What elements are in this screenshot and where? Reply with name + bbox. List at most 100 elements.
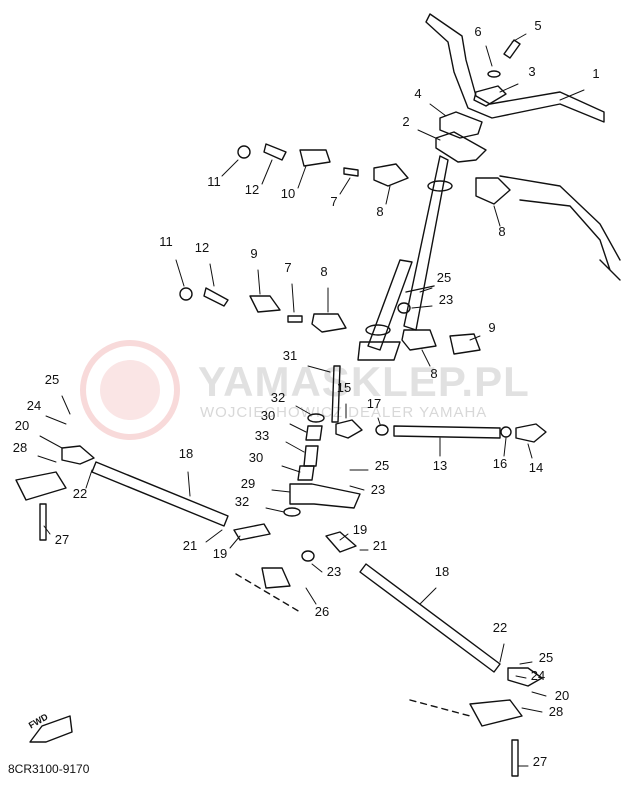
bracket-9b (449, 333, 481, 355)
leader-line (257, 269, 261, 295)
leader-line (521, 707, 543, 713)
tie-rod-18-right (359, 563, 501, 673)
part-callout-9: 9 (250, 246, 257, 261)
bushing-holder-8b (475, 177, 511, 205)
part-callout-31: 31 (283, 348, 297, 363)
leader-line (39, 435, 63, 449)
part-callout-7: 7 (284, 260, 291, 275)
part-callout-25: 25 (375, 458, 389, 473)
part-callout-14: 14 (529, 460, 543, 475)
leader-line (187, 471, 191, 497)
leader-line (221, 159, 239, 177)
leader-line (499, 83, 519, 93)
nut (237, 145, 251, 159)
collar-7 (343, 167, 359, 177)
part-callout-27: 27 (533, 754, 547, 769)
part-callout-28: 28 (13, 440, 27, 455)
part-callout-13: 13 (433, 458, 447, 473)
cover-frame (499, 175, 621, 281)
spacer-30b (297, 465, 315, 481)
leader-line (503, 437, 507, 457)
nut-23-right (301, 550, 315, 562)
leader-line (417, 129, 441, 141)
leader-line (307, 365, 331, 373)
leader-lines (37, 33, 585, 767)
part-callout-6: 6 (474, 24, 481, 39)
column-collar-2 (365, 324, 391, 336)
part-callout-4: 4 (414, 86, 421, 101)
washer-32 (307, 413, 325, 423)
castle-nut (397, 302, 411, 314)
leader-line (289, 423, 307, 433)
leader-line (37, 455, 57, 463)
handlebar-holder-lower (439, 111, 483, 139)
leader-line (261, 159, 273, 185)
nut-17 (375, 424, 389, 436)
watermark-text: YAMASKLEP.PL (198, 358, 530, 405)
part-callout-12: 12 (245, 182, 259, 197)
part-callout-24: 24 (531, 668, 545, 683)
part-callout-25: 25 (45, 372, 59, 387)
handlebar-holder-upper (473, 85, 507, 107)
leader-line (419, 287, 433, 293)
part-callout-29: 29 (241, 476, 255, 491)
part-callout-28: 28 (549, 704, 563, 719)
part-callout-30: 30 (249, 450, 263, 465)
spacer-30 (305, 425, 323, 441)
leader-line (45, 415, 67, 425)
column-lower (367, 259, 413, 351)
bracket-9 (249, 295, 281, 313)
leader-line (271, 489, 291, 493)
leader-line (175, 259, 185, 287)
part-callout-27: 27 (55, 532, 69, 547)
part-callout-22: 22 (73, 486, 87, 501)
part-callout-19: 19 (353, 522, 367, 537)
part-callout-20: 20 (15, 418, 29, 433)
bracket-10 (299, 149, 331, 167)
leader-line (411, 305, 433, 309)
leader-line (421, 349, 431, 367)
leader-line (339, 533, 349, 541)
leader-line (297, 165, 307, 189)
part-callout-23: 23 (371, 482, 385, 497)
leader-line (61, 395, 71, 415)
leader-line (285, 441, 305, 453)
part-callout-21: 21 (183, 538, 197, 553)
leader-line (385, 185, 391, 205)
tie-rod-end-14 (515, 423, 547, 443)
column-bottom-flange (357, 341, 401, 361)
bolt (503, 39, 521, 59)
knuckle-lower (261, 567, 291, 589)
leader-line (85, 469, 93, 489)
part-callout-3: 3 (528, 64, 535, 79)
part-callout-11: 11 (207, 174, 221, 189)
leader-line (469, 335, 481, 341)
lock-plate (263, 143, 287, 161)
leader-line (349, 485, 365, 491)
column-plate (435, 131, 487, 163)
part-callout-8: 8 (320, 264, 327, 279)
part-callout-8: 8 (376, 204, 383, 219)
tie-rod-end-20-left (61, 445, 95, 465)
nut-2 (179, 287, 193, 301)
bushing-holder-8c (311, 313, 347, 333)
leader-line (205, 529, 223, 543)
leader-line (377, 417, 381, 425)
dash-line-right (409, 699, 471, 717)
handlebar (425, 13, 605, 123)
leader-line (295, 405, 311, 415)
lock-plate-2 (203, 287, 229, 307)
part-callout-30: 30 (261, 408, 275, 423)
watermark-logo (80, 340, 180, 440)
knuckle-arm-left (15, 471, 67, 501)
part-callout-26: 26 (315, 604, 329, 619)
leader-line (311, 563, 323, 573)
fwd-arrow (29, 715, 73, 743)
part-callout-11: 11 (159, 234, 173, 249)
leader-line (493, 205, 501, 227)
part-callout-5: 5 (534, 18, 541, 33)
cotter-pin (405, 285, 435, 293)
bolt-27-right (511, 739, 519, 777)
leader-line (499, 643, 505, 663)
